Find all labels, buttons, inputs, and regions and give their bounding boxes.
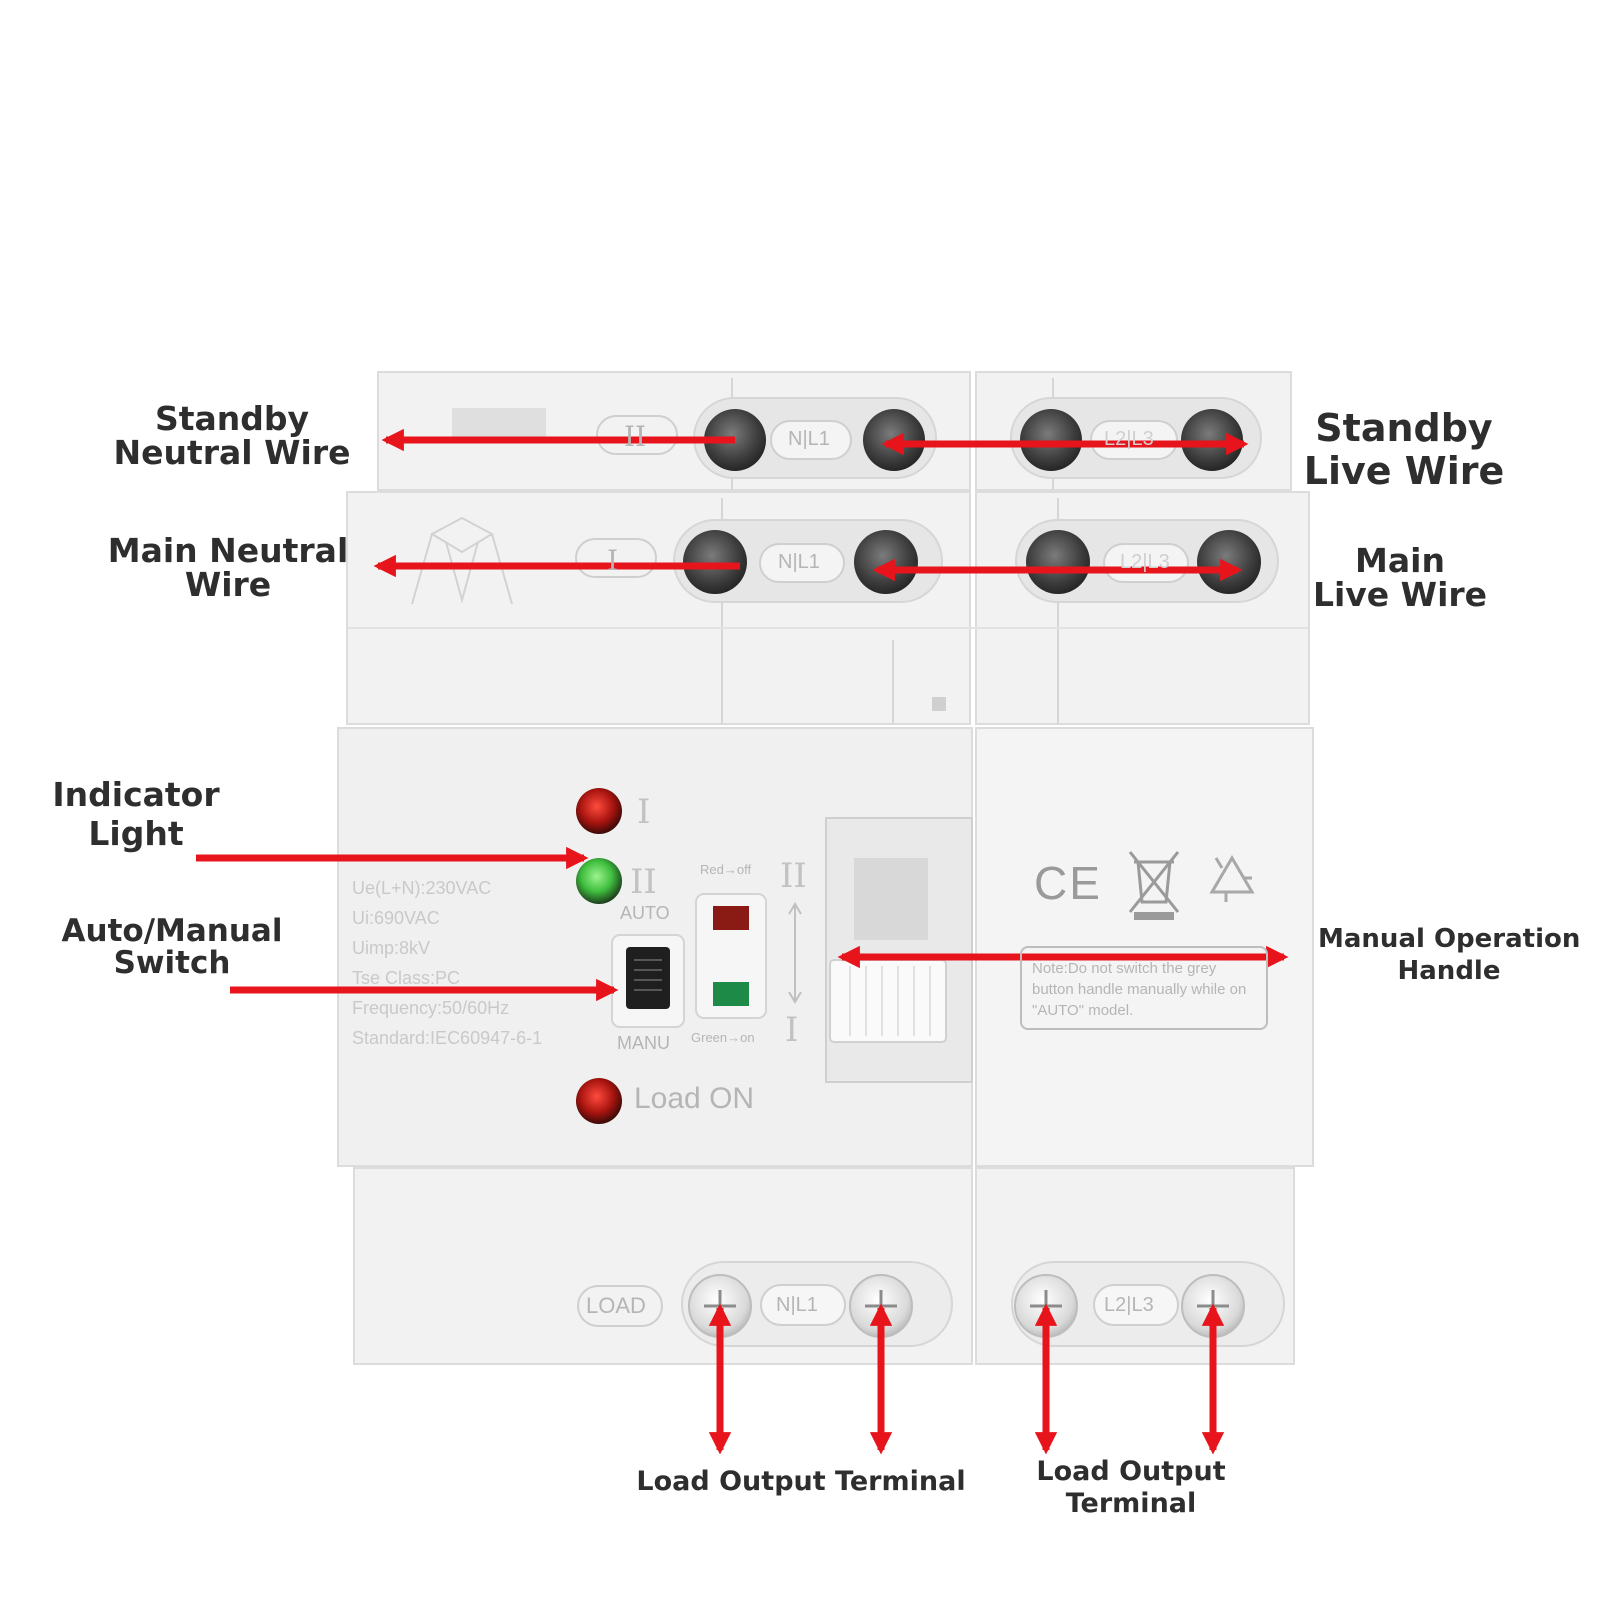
callout-manual-operation-handle: Manual Operation Handle: [1318, 924, 1580, 987]
callout-main-live: Main Live Wire: [1300, 544, 1500, 611]
spec-impulse-voltage: Uimp:8kV: [352, 938, 431, 958]
spec-standard: Standard:IEC60947-6-1: [352, 1028, 543, 1048]
status-label-red: Red→off: [700, 862, 752, 877]
callout-line: Live Wire: [1312, 574, 1488, 614]
load-terminal-block: [353, 1167, 1295, 1365]
callout-line: Load Output: [1036, 1456, 1226, 1487]
callout-line: Neutral Wire: [113, 432, 351, 472]
mode-label-manu: MANU: [617, 1033, 670, 1053]
callout-load-output-terminal-left: Load Output Terminal: [636, 1468, 966, 1496]
callout-line: Light: [88, 813, 184, 853]
callout-line: Main: [1355, 541, 1445, 580]
standby-right-terminal-label: L2|L3: [1104, 428, 1154, 450]
load-label: LOAD: [586, 1293, 646, 1318]
annotation-arrows: [196, 428, 1289, 1455]
callout-line: Standby: [1315, 406, 1493, 450]
weee-bin-icon: [1128, 851, 1180, 920]
main-source-mark: I: [607, 544, 619, 577]
standby-terminal-block: [377, 371, 1292, 491]
callout-line: Manual Operation: [1318, 924, 1581, 954]
mode-label-auto: AUTO: [620, 903, 670, 923]
callout-line: Main Neutral: [107, 531, 349, 570]
callout-auto-manual-switch: Auto/Manual Switch: [52, 913, 292, 981]
lamp-mark-source-two: II: [630, 862, 657, 902]
ce-mark: CE: [1034, 857, 1102, 909]
callout-line: Indicator: [52, 775, 220, 814]
callout-main-neutral: Main Neutral Wire: [104, 534, 352, 601]
callout-indicator-light: Indicator Light: [42, 775, 230, 854]
callout-line: Auto/Manual: [61, 913, 283, 949]
standby-left-terminal-label: N|L1: [788, 428, 830, 450]
manual-operation-handle[interactable]: [829, 959, 947, 1043]
callout-line: Load Output Terminal: [636, 1466, 966, 1497]
spec-tse-class: Tse Class:PC: [352, 968, 461, 988]
callout-line: Standby: [154, 399, 310, 438]
indicator-lamp-source-one: [576, 788, 622, 834]
status-window-red: [713, 906, 749, 930]
status-label-green: Green→on: [691, 1030, 755, 1045]
load-on-label: Load ON: [634, 1082, 755, 1115]
callout-standby-live: Standby Live Wire: [1296, 407, 1512, 492]
main-left-terminal-label: N|L1: [778, 551, 820, 573]
callout-load-output-terminal-right: Load Output Terminal: [1020, 1456, 1242, 1521]
note-text: Note:Do not switch the grey button handl…: [1020, 946, 1268, 1030]
spec-frequency: Frequency:50/60Hz: [352, 998, 510, 1018]
lamp-mark-source-one: I: [637, 792, 651, 832]
callout-line: Handle: [1397, 955, 1501, 986]
callout-standby-neutral: Standby Neutral Wire: [112, 402, 352, 469]
callout-line: Terminal: [1065, 1488, 1197, 1520]
position-mark-bottom: I: [785, 1010, 799, 1050]
auto-manual-switch[interactable]: [626, 947, 670, 1009]
main-right-terminal-label: L2|L3: [1120, 551, 1170, 573]
main-terminal-block: [346, 491, 1310, 725]
load-left-terminal-label: N|L1: [776, 1294, 818, 1316]
spec-rated-voltage: Ue(L+N):230VAC: [352, 878, 492, 898]
callout-line: Switch: [113, 944, 231, 981]
indicator-lamp-source-two: [576, 858, 622, 904]
indicator-lamp-load-on: [576, 1078, 622, 1124]
recycle-icon: [1209, 855, 1255, 902]
status-window-green: [713, 982, 749, 1006]
spec-insulation-voltage: Ui:690VAC: [352, 908, 440, 928]
load-right-terminal-label: L2|L3: [1104, 1294, 1154, 1316]
position-mark-top: II: [780, 856, 807, 896]
standby-source-mark: II: [624, 420, 647, 453]
callout-line: Live Wire: [1303, 448, 1505, 493]
callout-line: Wire: [184, 564, 272, 604]
